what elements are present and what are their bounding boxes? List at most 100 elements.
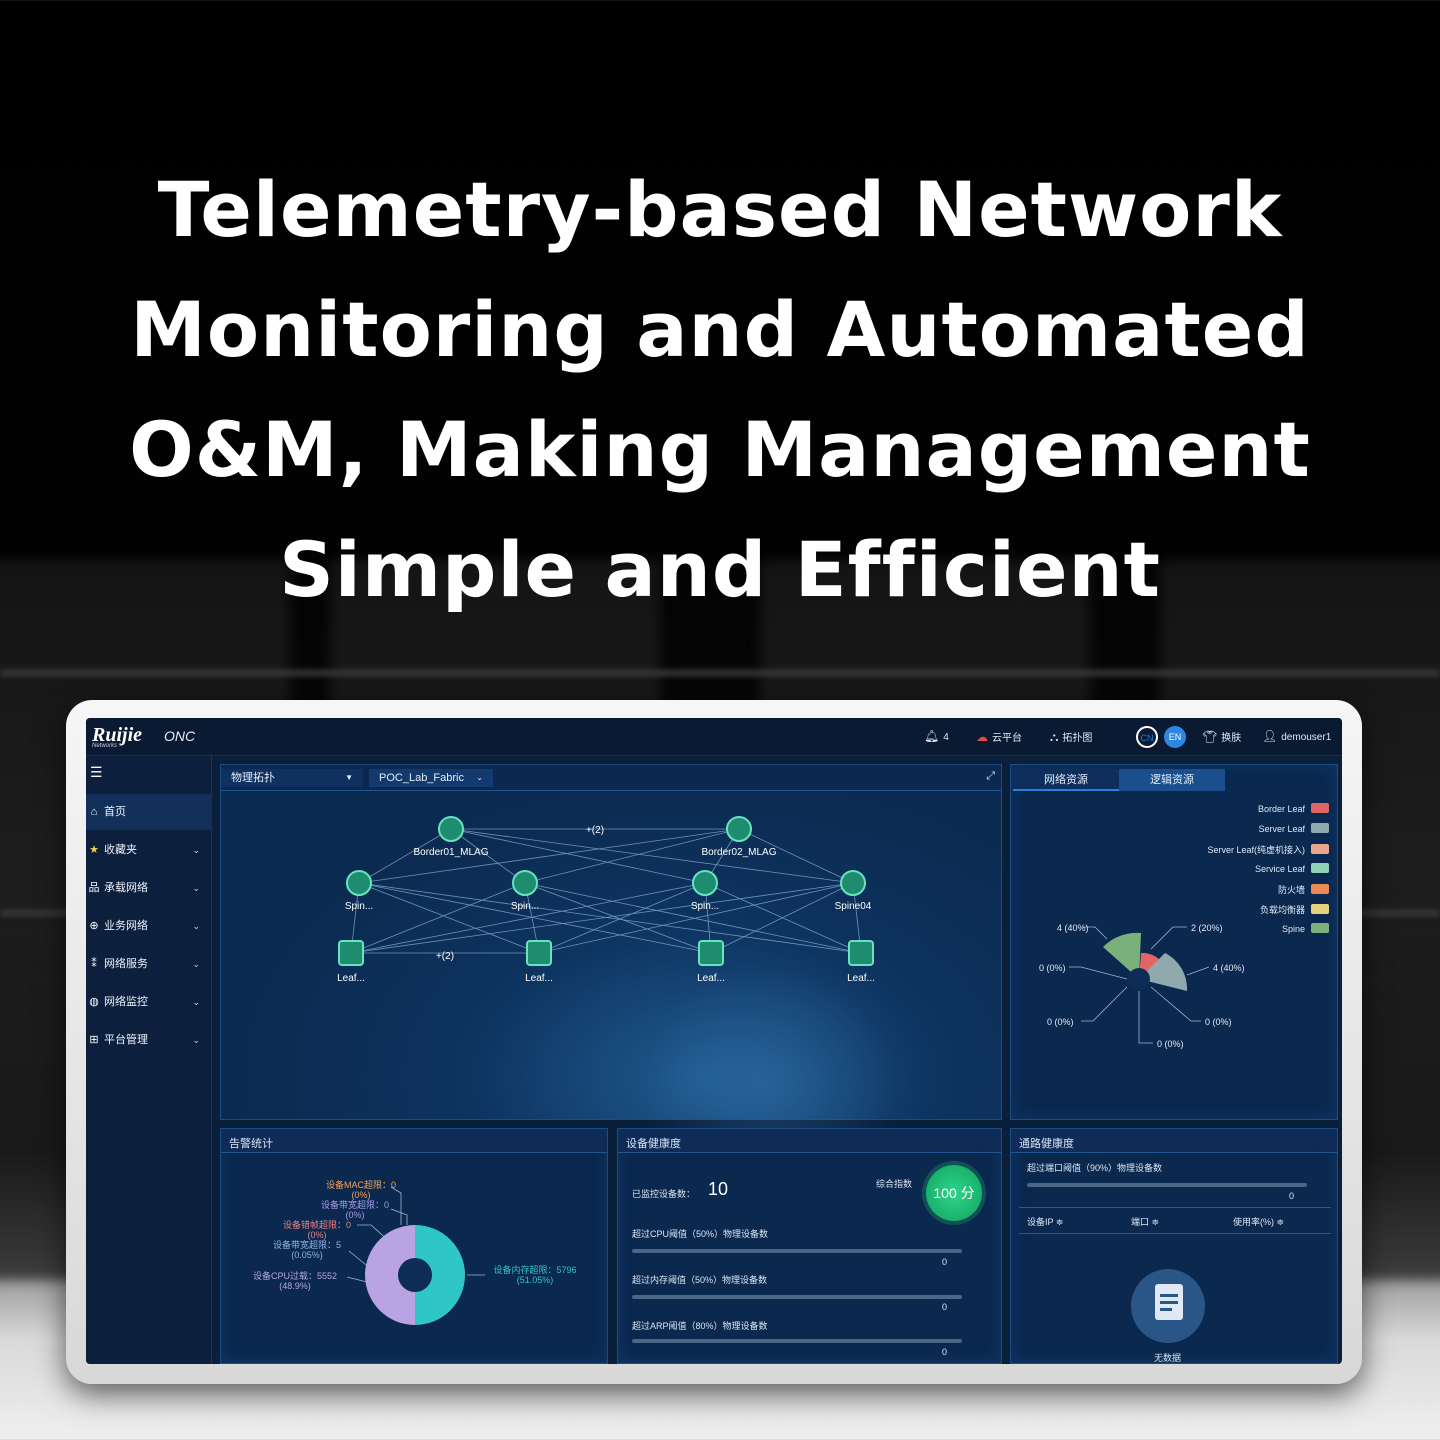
rose-slice[interactable] — [1103, 932, 1141, 979]
sidebar-item-label: 业务网络 — [104, 920, 148, 932]
rose-label: 0 (0%) — [1047, 1017, 1074, 1027]
column-header-usage[interactable]: 使用率(%) ≑ — [1233, 1217, 1285, 1227]
switch-node-icon[interactable] — [848, 940, 874, 966]
sidebar-item-network-monitor[interactable]: ◍ 网络监控 ⌄ — [86, 984, 212, 1020]
node-label: Spin... — [345, 901, 373, 912]
legend-label: Server Leaf — [1258, 824, 1305, 834]
legend-item[interactable]: 负载均衡器 — [1260, 903, 1329, 916]
column-header-port[interactable]: 端口 ≑ — [1131, 1217, 1160, 1227]
empty-state-text: 无数据 — [1154, 1353, 1182, 1363]
sidebar-item-bearer-network[interactable]: 品 承载网络 ⌄ — [86, 870, 212, 906]
alarm-label-mac-pct: (0%) — [351, 1190, 370, 1200]
tab-network-resources[interactable]: 网络资源 — [1013, 769, 1119, 791]
donut-hole — [398, 1258, 432, 1292]
switch-node-icon[interactable] — [526, 940, 552, 966]
alarm-label-bw2-pct: (0.05%) — [291, 1250, 323, 1260]
arp-threshold-value: 0 — [942, 1347, 948, 1357]
rose-slice[interactable] — [1139, 953, 1188, 991]
lang-cn-button[interactable]: CN — [1136, 726, 1158, 748]
donut-slice-memory[interactable] — [415, 1225, 465, 1325]
link-health-panel: 通路健康度 超过端口阈值（90%）物理设备数 0 设备IP ≑ 端口 ≑ 使用率… — [1010, 1128, 1338, 1364]
router-node-icon[interactable] — [840, 870, 866, 896]
switch-node-icon[interactable] — [698, 940, 724, 966]
switch-node-icon[interactable] — [338, 940, 364, 966]
router-node-icon[interactable] — [346, 870, 372, 896]
globe-graphic — [641, 965, 901, 1135]
app-screen: Ruijie Networks ONC 🔔︎4 ☁云平台 ⛬拓扑图 CN EN … — [86, 718, 1342, 1364]
sidebar-item-network-service[interactable]: ⁑ 网络服务 ⌄ — [86, 946, 212, 982]
cpu-threshold-label: 超过CPU阈值（50%）物理设备数 — [632, 1229, 769, 1239]
topology-icon: ⛬ — [1050, 730, 1059, 744]
sidebar-item-business-network[interactable]: ⊕ 业务网络 ⌄ — [86, 908, 212, 944]
column-header-ip[interactable]: 设备IP ≑ — [1027, 1217, 1064, 1227]
rose-label: 0 (0%) — [1205, 1017, 1232, 1027]
alarm-label-err-pct: (0%) — [307, 1230, 326, 1240]
port-threshold-bar — [1027, 1183, 1307, 1187]
skin-button[interactable]: 👕︎换肤 — [1202, 729, 1241, 744]
router-node-icon[interactable] — [692, 870, 718, 896]
node-label: Spin... — [691, 901, 719, 912]
score-label: 综合指数 — [876, 1179, 913, 1189]
legend-item[interactable]: Border Leaf — [1258, 803, 1329, 814]
device-health-panel: 设备健康度 已监控设备数： 10 综合指数 100 分 超过CPU阈值（50%）… — [617, 1128, 1002, 1364]
legend-label: 负载均衡器 — [1259, 905, 1305, 915]
notifications-button[interactable]: 🔔︎4 — [924, 729, 949, 743]
divider — [1019, 1233, 1331, 1234]
rose-label: 0 (0%) — [1157, 1039, 1184, 1049]
notification-count: 4 — [943, 732, 949, 743]
rose-center — [1128, 968, 1150, 990]
rose-label: 2 (20%) — [1191, 923, 1223, 933]
view-select[interactable]: 物理拓扑 ▼ — [221, 769, 363, 787]
legend-item[interactable]: Server Leaf — [1258, 823, 1329, 834]
chevron-down-icon: ⌄ — [192, 845, 200, 855]
cpu-threshold-value: 0 — [942, 1257, 948, 1267]
headline-line: O&M, Making Management — [129, 405, 1311, 494]
menu-toggle-icon[interactable]: ☰ — [90, 764, 103, 780]
legend-item[interactable]: 防火墙 — [1278, 883, 1329, 896]
network-icon: 品 — [88, 882, 100, 894]
alarm-label-mem: 设备内存超限：5796 — [493, 1264, 576, 1275]
expand-icon[interactable]: ⤢ — [986, 770, 995, 782]
alarm-label-err: 设备错帧超限：0 — [283, 1219, 351, 1230]
legend-item[interactable]: Server Leaf(纯虚机接入) — [1207, 843, 1329, 856]
tab-logical-resources[interactable]: 逻辑资源 — [1119, 769, 1225, 791]
panel-title: 设备健康度 — [626, 1138, 681, 1150]
sidebar-item-label: 网络监控 — [104, 996, 148, 1008]
lang-en-button[interactable]: EN — [1164, 726, 1186, 748]
sidebar-item-platform-admin[interactable]: ⊞ 平台管理 ⌄ — [86, 1022, 212, 1058]
panel-header: 通路健康度 — [1011, 1129, 1337, 1153]
user-menu[interactable]: 👤︎demouser1 — [1262, 729, 1331, 743]
alarm-label-cpu: 设备CPU过载：5552 — [253, 1270, 337, 1281]
router-node-icon[interactable] — [438, 816, 464, 842]
sidebar-item-label: 承载网络 — [104, 882, 148, 894]
router-node-icon[interactable] — [726, 816, 752, 842]
display-frame: Ruijie Networks ONC 🔔︎4 ☁云平台 ⛬拓扑图 CN EN … — [66, 700, 1362, 1384]
node-label: Spin... — [511, 901, 539, 912]
cloud-platform-button[interactable]: ☁云平台 — [976, 729, 1022, 744]
node-label: Leaf... — [525, 973, 553, 984]
node-label: Border02_MLAG — [701, 847, 776, 858]
legend-item[interactable]: Spine — [1282, 923, 1329, 934]
router-node-icon[interactable] — [512, 870, 538, 896]
health-score-badge: 100 分 — [926, 1165, 982, 1221]
topology-button[interactable]: ⛬拓扑图 — [1050, 729, 1092, 745]
alarm-label-mac: 设备MAC超限：0 — [326, 1179, 396, 1190]
brand-logo-sub: Networks — [92, 743, 118, 749]
link-count-label: +(2) — [436, 951, 454, 962]
donut-slice-cpu[interactable] — [365, 1225, 415, 1325]
legend-swatch — [1311, 884, 1329, 894]
legend-item[interactable]: Service Leaf — [1255, 863, 1329, 874]
resource-panel: 网络资源 逻辑资源 Border Leaf Server Leaf Server… — [1010, 764, 1338, 1120]
topology-header: 物理拓扑 ▼ POC_Lab_Fabric ⌄ ⤢ — [221, 765, 1001, 791]
rose-label: 4 (40%) — [1057, 923, 1089, 933]
divider — [1019, 1207, 1331, 1208]
panel-header: 告警统计 — [221, 1129, 607, 1153]
brand-logo[interactable]: Ruijie — [92, 724, 143, 746]
shirt-icon: 👕︎ — [1202, 730, 1218, 744]
node-label: Leaf... — [337, 973, 365, 984]
sidebar-item-favorites[interactable]: ★ 收藏夹 ⌄ — [86, 832, 212, 868]
legend-swatch — [1311, 823, 1329, 833]
bell-icon: 🔔︎ — [924, 729, 940, 743]
fabric-select[interactable]: POC_Lab_Fabric ⌄ — [369, 769, 493, 787]
sidebar-item-home[interactable]: ⌂ 首页 — [86, 794, 212, 830]
